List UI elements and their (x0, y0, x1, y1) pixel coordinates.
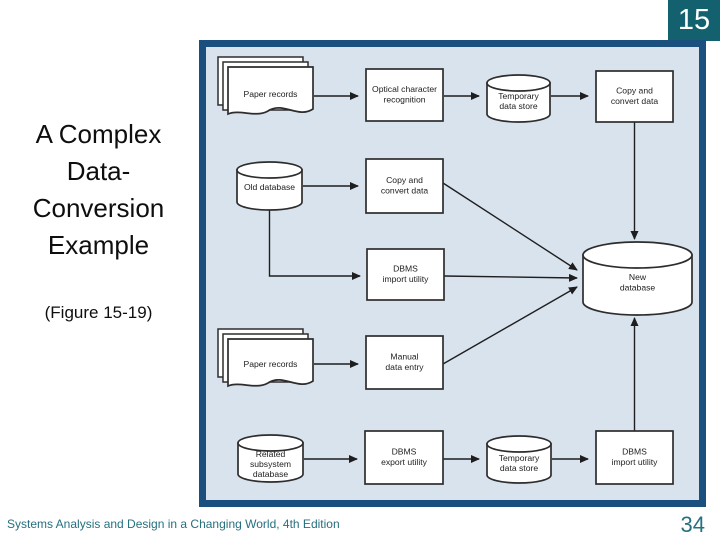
connectors (268, 92, 639, 463)
cylinder-body (237, 442, 304, 483)
node-old-database: Old database (236, 161, 303, 211)
node-paper-records-bottom: Paper records (217, 328, 314, 388)
process-box (365, 158, 444, 214)
connector-manual-to-newdb (442, 286, 578, 365)
node-label: Optical character (372, 84, 437, 94)
cylinder-body (486, 82, 551, 123)
node-label: import utility (612, 457, 659, 467)
title-line-4: Example (47, 230, 150, 260)
connector-import-to-newdb (443, 273, 578, 282)
connector-olddb-to-import (268, 210, 361, 280)
cylinder-top (236, 161, 303, 179)
node-label: recognition (383, 95, 425, 105)
page-number: 34 (680, 512, 705, 537)
document-front-sheet (227, 338, 314, 388)
node-label: Paper records (244, 89, 298, 99)
node-copy-convert-mid: Copy and convert data (365, 158, 444, 214)
cylinder-body (582, 254, 693, 316)
node-ocr: Optical character recognition (365, 68, 444, 122)
node-paper-records-top: Paper records (217, 56, 314, 116)
node-label: Copy and (386, 175, 423, 185)
cylinder-top (582, 241, 693, 269)
process-box (365, 68, 444, 122)
process-box (595, 70, 674, 123)
chapter-number: 15 (677, 4, 711, 36)
node-label: database (253, 469, 289, 479)
node-label: DBMS (392, 447, 417, 457)
cylinder-body (486, 443, 552, 484)
process-box (364, 430, 444, 485)
node-dbms-import-bottom: DBMS import utility (595, 430, 674, 485)
node-label: subsystem (250, 459, 291, 469)
node-new-database: New database (582, 241, 693, 316)
node-label: Old database (244, 182, 295, 192)
node-dbms-export-utility: DBMS export utility (364, 430, 444, 485)
node-label: convert data (381, 186, 429, 196)
node-related-subsystem-database: Related subsystem database (237, 434, 304, 483)
cylinder-top (237, 434, 304, 452)
node-label: convert data (611, 96, 659, 106)
node-label: Paper records (244, 359, 298, 369)
node-label: data store (500, 463, 538, 473)
figure-caption: (Figure 15-19) (44, 303, 153, 322)
node-label: New (629, 272, 647, 282)
process-box (595, 430, 674, 485)
diagram-canvas: Paper records Optical character recognit… (217, 56, 693, 485)
node-label: Manual (390, 352, 418, 362)
node-label: Related (256, 449, 286, 459)
node-label: Temporary (499, 453, 540, 463)
node-manual-data-entry: Manual data entry (365, 335, 444, 390)
footer-book-title: Systems Analysis and Design in a Changin… (7, 517, 340, 531)
document-front-sheet (227, 66, 314, 116)
slide-title: A Complex Data- Conversion Example (0, 116, 197, 264)
node-label: DBMS (393, 264, 418, 274)
cylinder-top (486, 435, 552, 453)
node-dbms-import-mid: DBMS import utility (366, 248, 445, 301)
title-line-1: A Complex (35, 119, 162, 149)
title-line-3: Conversion (32, 193, 165, 223)
node-label: Temporary (498, 91, 539, 101)
process-box (365, 335, 444, 390)
cylinder-top (486, 74, 551, 92)
node-label: export utility (381, 457, 428, 467)
cylinder-body (236, 169, 303, 211)
node-temp-store-bottom: Temporary data store (486, 435, 552, 484)
title-line-2: Data- (66, 156, 131, 186)
chapter-number-tab: 15 (668, 0, 720, 41)
data-conversion-diagram: Paper records Optical character recognit… (199, 40, 706, 507)
node-copy-convert-top: Copy and convert data (595, 70, 674, 123)
connector-copyconvertmid-to-newdb (442, 182, 578, 271)
node-label: DBMS (622, 447, 647, 457)
node-label: import utility (383, 274, 430, 284)
node-label: data store (499, 101, 537, 111)
node-label: Copy and (616, 86, 653, 96)
node-label: database (620, 283, 656, 293)
process-box (366, 248, 445, 301)
node-label: data entry (385, 362, 424, 372)
node-temp-store-top: Temporary data store (486, 74, 551, 123)
